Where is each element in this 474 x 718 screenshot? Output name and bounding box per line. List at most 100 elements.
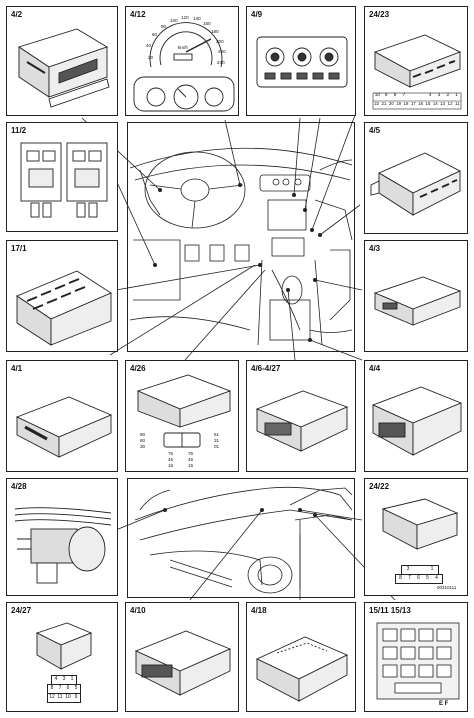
pin [408,93,417,101]
tick-120: 120 [181,15,189,20]
tick-240: 240 [217,60,225,65]
panel-label: 11/2 [11,126,27,135]
pin: 8 [393,93,397,98]
control-module-icon [134,630,232,696]
pin: 1 [455,93,458,98]
pin: 12 [447,101,453,106]
control-module-icon [255,636,349,702]
pin [414,566,426,574]
panel-11-2: 11/2 [6,122,118,232]
pin-label: 60 [140,438,146,443]
fuse-box-icon [376,622,460,700]
pin: 10 [374,93,381,98]
pinout-row-1: 10 9 8 7 4 3 2 1 [373,93,461,101]
pin: 4 [54,676,58,682]
pin: 20 [388,101,394,106]
panel-label: 4/4 [369,364,381,373]
pin-label: 61 [214,432,220,437]
pin: 4 [428,93,432,98]
pin: 3 [437,93,441,98]
pin-label: 76 [188,451,194,456]
panel-4-1: 4/1 [6,360,118,472]
tick-180: 180 [211,29,219,34]
pin: 1 [70,676,74,682]
pin: 17 [410,101,416,106]
pin: 14 [432,101,438,106]
tick-20: 20 [148,55,154,60]
panel-label: 4/5 [369,126,381,135]
fuse-switch-unit-icon [20,142,108,218]
pin-label: 45 [168,457,174,462]
pin: 8 [399,575,402,581]
panel-label: 17/1 [11,244,27,253]
tick-140: 140 [193,16,201,21]
pin [417,93,426,101]
tick-60: 60 [152,32,158,37]
control-module-icon [373,276,462,326]
panel-label: 4/2 [11,10,23,19]
panel-24-23: 24/23 10 9 8 7 4 3 2 1 22 21 20 19 18 17… [364,6,468,116]
pin-label: 46 [188,457,194,462]
panel-label: 24/23 [369,10,390,19]
pin: 18 [403,101,409,106]
pin: 6 [66,685,70,691]
panel-4-2: 4/2 [6,6,118,116]
pin: 7 [58,685,62,691]
panel-label: 4/12 [130,10,146,19]
panel-label: 4/3 [369,244,381,253]
tick-40: 40 [146,43,152,48]
tick-220: 220 [218,49,226,54]
pin: 9 [74,694,78,700]
tick-100: 100 [170,18,178,23]
pin: 1 [430,566,434,572]
panel-24-22: 24/22 3 1 8 7 6 5 4 00310111 [364,478,468,596]
pin: 11 [454,101,460,106]
panel-4-9: 4/9 [246,6,356,116]
diagnostic-connector-icon [16,270,112,346]
pin: 7 [408,575,411,581]
panel-17-1: 17/1 [6,240,118,352]
tick-160: 160 [203,21,211,26]
pin: 11 [57,694,63,700]
pin: 13 [440,101,446,106]
panel-label: 4/9 [251,10,263,19]
panel-label: 24/22 [369,482,390,491]
panel-4-3: 4/3 [364,240,468,352]
connector-icon [381,498,459,550]
pin: 2 [446,93,450,98]
pin-label: 90 [140,432,146,437]
panel-label: 4/28 [11,482,27,491]
pin-label: 75 [168,451,174,456]
pin: 22 [374,101,380,106]
instrument-cluster-icon: 20 40 60 80 100 120 140 160 180 200 220 … [133,15,235,112]
pinout-row-3: 12 11 10 9 [47,693,81,703]
pin: 5 [426,575,429,581]
pin-label: 16 [168,463,174,468]
pin: 19 [396,101,402,106]
control-module-icon [370,152,462,216]
image-reference: 00310111 [437,585,457,590]
pinout-row-2: 8 7 6 5 4 [395,574,443,584]
panel-4-5: 4/5 [364,122,468,234]
control-module-pinout-icon: 90 60 30 61 31 01 75 45 16 76 46 15 [136,374,232,468]
panel-4-12: 4/12 20 40 60 80 100 120 140 160 180 200… [125,6,239,116]
panel-4-28: 4/28 [6,478,118,596]
panel-4-18: 4/18 [246,602,356,712]
tick-200: 200 [216,39,224,44]
panel-label: 4/6-4/27 [251,364,281,373]
pin-label: 30 [140,444,146,449]
pin: 15 [425,101,431,106]
panel-24-27: 24/27 4 3 1 8 7 6 5 12 11 10 9 [6,602,118,712]
panel-4-4: 4/4 [364,360,468,472]
pin-label: 01 [214,444,220,449]
control-module-icon [371,386,463,456]
connector-icon [372,34,462,110]
panel-label: 24/27 [11,606,32,615]
panel-4-10: 4/10 [125,602,239,712]
panel-4-26: 4/26 90 60 30 61 31 01 75 45 16 76 46 15 [125,360,239,472]
connector-icon [35,622,93,670]
panel-label: 4/18 [251,606,267,615]
climate-control-panel-icon [256,36,348,88]
pin-label: 31 [214,438,220,443]
